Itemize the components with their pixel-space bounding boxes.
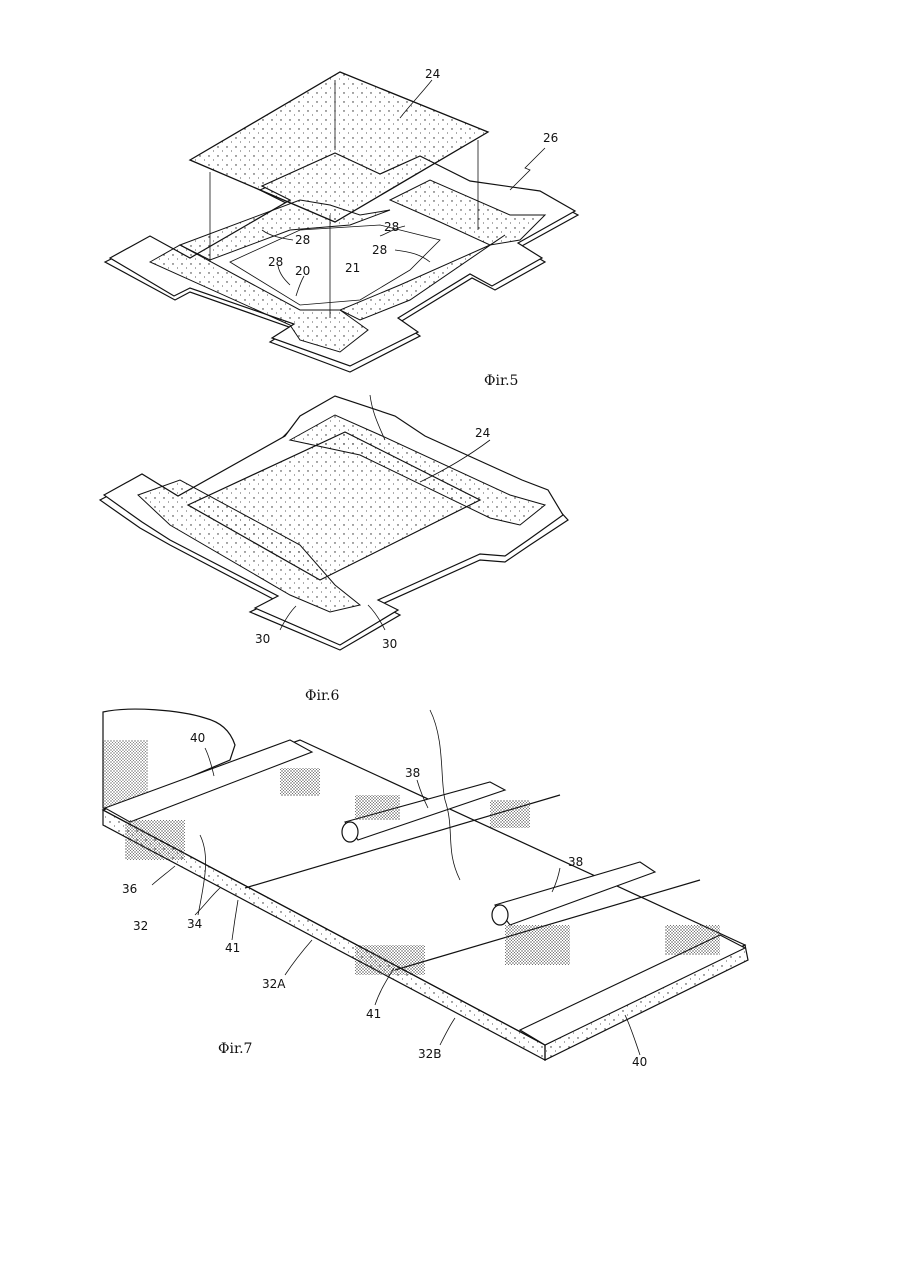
fig7-tape-roll bbox=[342, 822, 358, 842]
ref-28: 28 bbox=[268, 255, 283, 269]
fig7-mesh bbox=[665, 925, 720, 955]
ref-32B: 32B bbox=[418, 1047, 442, 1061]
ref-34: 34 bbox=[187, 917, 202, 931]
leader-line bbox=[152, 866, 175, 885]
ref-30: 30 bbox=[255, 632, 270, 646]
fig7-mesh bbox=[355, 945, 425, 975]
ref-24: 24 bbox=[425, 67, 440, 81]
ref-28: 28 bbox=[295, 233, 310, 247]
ref-28: 28 bbox=[384, 220, 399, 234]
ref-36: 36 bbox=[122, 882, 137, 896]
ref-38: 38 bbox=[405, 766, 420, 780]
ref-28: 28 bbox=[372, 243, 387, 257]
ref-24: 24 bbox=[475, 426, 490, 440]
ref-38: 38 bbox=[568, 855, 583, 869]
figure-7-caption: Φir.7 bbox=[218, 1041, 252, 1057]
ref-40: 40 bbox=[632, 1055, 647, 1069]
ref-32: 32 bbox=[133, 919, 148, 933]
ref-26: 26 bbox=[543, 131, 558, 145]
figure-6: 24 30 30 Φir.6 bbox=[100, 395, 568, 704]
fig7-mesh bbox=[505, 925, 570, 965]
figure-5-caption: Φir.5 bbox=[484, 373, 518, 389]
leader-line bbox=[625, 1015, 640, 1055]
leader-line bbox=[440, 1018, 455, 1045]
ref-30: 30 bbox=[382, 637, 397, 651]
ref-41: 41 bbox=[366, 1007, 381, 1021]
ref-32A: 32A bbox=[262, 977, 286, 991]
ref-40: 40 bbox=[190, 731, 205, 745]
fig7-mesh bbox=[125, 820, 185, 860]
leader-line bbox=[285, 940, 312, 975]
figure-5: 24 26 28 28 28 28 20 21 Φir.5 bbox=[105, 67, 578, 389]
fig7-tape-roll bbox=[492, 905, 508, 925]
leader-line bbox=[232, 900, 238, 940]
ref-41: 41 bbox=[225, 941, 240, 955]
fig7-mesh bbox=[355, 795, 400, 820]
ref-21: 21 bbox=[345, 261, 360, 275]
figure-7: 40 38 38 36 32 34 41 32A 41 32B 40 Φir.7 bbox=[103, 709, 748, 1069]
fig7-mesh bbox=[490, 800, 530, 828]
fig7-mesh bbox=[280, 768, 320, 796]
figure-6-caption: Φir.6 bbox=[305, 688, 340, 704]
ref-20: 20 bbox=[295, 264, 310, 278]
fig5-arrow-26 bbox=[510, 148, 545, 190]
